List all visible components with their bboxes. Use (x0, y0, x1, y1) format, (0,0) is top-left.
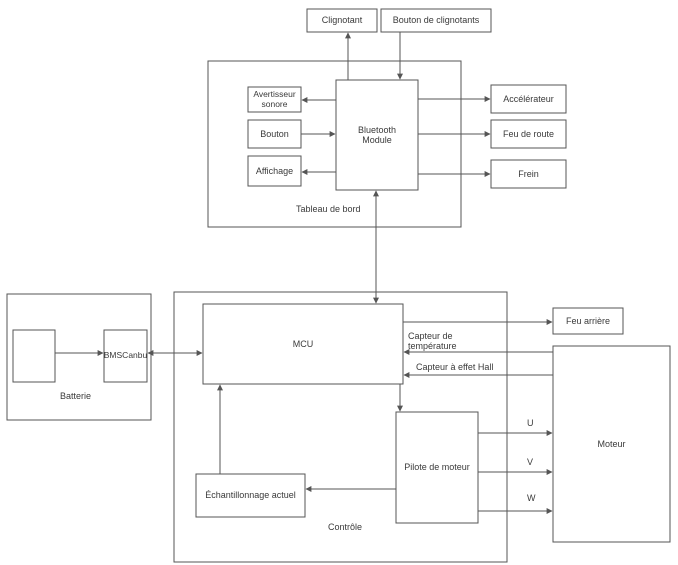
accelerateur-box (490, 84, 567, 114)
echantillonnage-box (195, 473, 306, 518)
bouton-clignotants-box (380, 8, 492, 33)
accelerateur-label: Accélérateur (503, 93, 554, 104)
pilote-label: Pilote de moteur (404, 462, 470, 473)
tableau-de-bord-frame (207, 60, 462, 228)
moteur-box (552, 345, 671, 543)
bms-box (103, 329, 148, 383)
affichage-box (247, 155, 302, 187)
bms-label: BMSCanbu (103, 350, 148, 361)
feu-de-route-label: Feu de route (502, 128, 555, 139)
avertisseur-box (247, 86, 302, 113)
feu-arriere-label: Feu arrière (565, 315, 610, 326)
tableau-de-bord-label: Tableau de bord (296, 204, 361, 214)
affichage-label: Affichage (255, 165, 294, 176)
bluetooth-label: Bluetooth Module (357, 124, 397, 145)
feu-arriere-box (552, 307, 624, 335)
clignotant-label: Clignotant (321, 15, 363, 26)
phase-v-label: V (527, 457, 534, 467)
mcu-label: MCU (292, 338, 314, 349)
controle-frame (173, 291, 508, 563)
phase-w-label: W (527, 493, 536, 503)
avertisseur-label: Avertisseur sonore (253, 88, 296, 109)
frein-box (490, 159, 567, 189)
mcu-box (202, 303, 404, 385)
pilote-box (395, 411, 479, 524)
capteur-hall-label: Capteur à effet Hall (416, 362, 494, 372)
clignotant-box (306, 8, 378, 33)
battery-cell-box (12, 329, 56, 383)
feu-de-route-box (490, 119, 567, 149)
frein-label: Frein (518, 168, 539, 179)
moteur-label: Moteur (597, 438, 626, 449)
bouton-clignotants-label: Bouton de clignotants (392, 15, 480, 26)
echantillonnage-label: Échantillonnage actuel (205, 490, 296, 501)
batterie-frame (6, 293, 152, 421)
controle-label: Contrôle (328, 522, 363, 532)
bouton-label: Bouton (260, 128, 289, 139)
batterie-label: Batterie (60, 391, 92, 401)
phase-u-label: U (527, 418, 534, 428)
capteur-temperature-label: Capteur de température (408, 331, 457, 352)
bluetooth-module-box (335, 79, 419, 191)
